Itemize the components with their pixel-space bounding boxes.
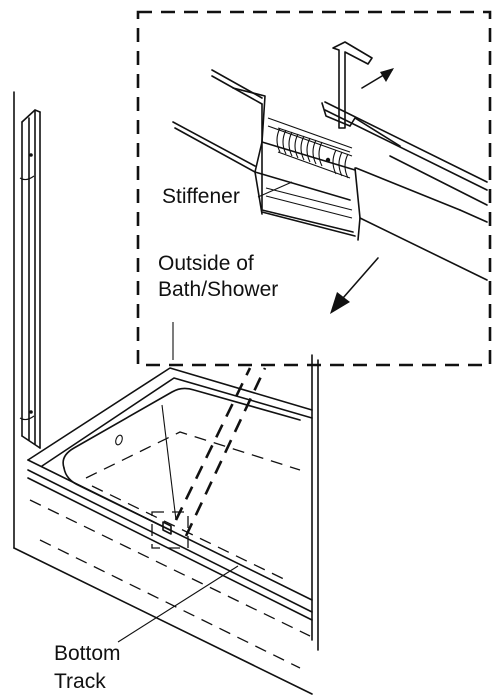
bottom-track-leader [117, 565, 239, 643]
screw-head [325, 157, 331, 163]
motion-arrows [330, 68, 394, 314]
bottom-track-label-line1: Bottom [54, 642, 121, 665]
stiffener-label: Stiffener [162, 185, 240, 208]
detail-frame [136, 10, 492, 367]
bottom-track-label-line2: Track [54, 670, 106, 693]
outside-label-line1: Outside of [158, 252, 254, 275]
bathtub [13, 367, 313, 695]
callout-pointer [174, 367, 267, 537]
allen-key-icon [332, 41, 373, 129]
stiffener-coils [276, 127, 351, 179]
stiffener-leader [257, 181, 293, 198]
right-wall [311, 354, 319, 651]
drain-icon [115, 434, 123, 446]
wall-jamb [13, 91, 41, 549]
detail-marker [151, 511, 189, 549]
detail-callout [136, 10, 492, 367]
outside-label-line2: Bath/Shower [158, 278, 278, 301]
track-channel-detail [172, 69, 488, 281]
